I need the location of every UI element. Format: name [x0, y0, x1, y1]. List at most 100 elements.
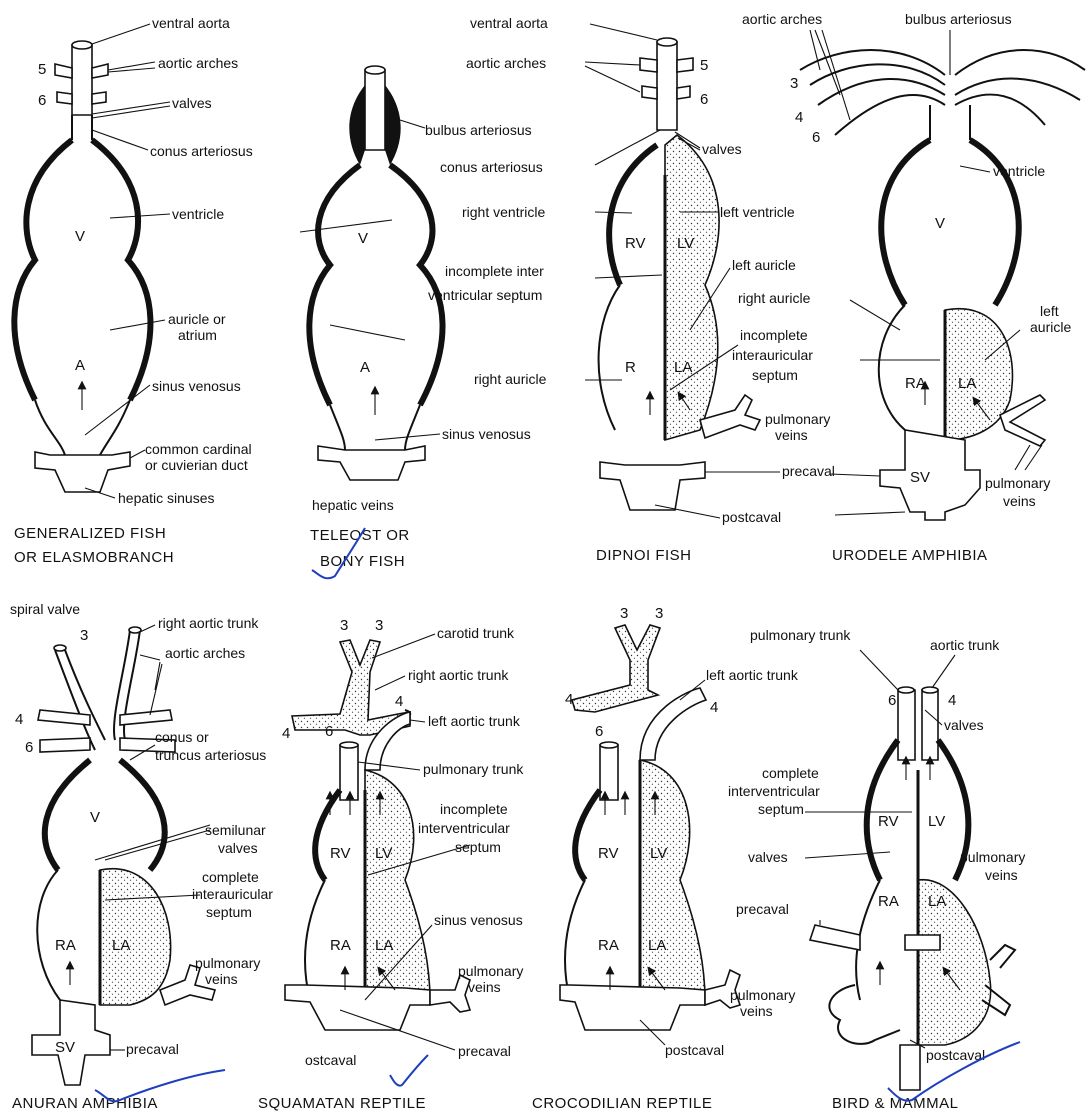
label-precaval-anuran: precaval: [126, 1041, 179, 1057]
bird-chamber-rv: RV: [878, 813, 899, 830]
label-septum-bird-c: septum: [758, 801, 804, 817]
handwritten-checkmark-3: [390, 1055, 428, 1086]
anuran-arch-6: 6: [25, 739, 33, 756]
caption-generalized-2: OR ELASMOBRANCH: [14, 549, 174, 566]
label-aortic-arches-dipnoi: aortic arches: [466, 55, 546, 71]
label-septum-squamatan-a: incomplete: [440, 801, 508, 817]
label-septum-anuran-a: complete: [202, 869, 259, 885]
label-left-aortic-croc: left aortic trunk: [706, 667, 799, 683]
croc-arch-3b: 3: [655, 605, 663, 622]
squamatan-arch-6: 6: [325, 723, 333, 740]
label-valves-top-bird: valves: [944, 717, 984, 733]
label-precaval-bird: precaval: [736, 901, 789, 917]
dipnoi-arch-6: 6: [700, 91, 708, 108]
croc-arch-4b: 4: [710, 699, 718, 716]
caption-teleost-2: BONY FISH: [320, 553, 405, 570]
teleost-chamber-v: V: [358, 230, 368, 247]
generalized-chamber-a: A: [75, 357, 85, 374]
anuran-chamber-la: LA: [112, 937, 130, 954]
label-pulm-bird-a: pulmonary: [960, 849, 1025, 865]
label-postcaval-dipnoi: postcaval: [722, 509, 781, 525]
label-rv-dipnoi: right ventricle: [462, 204, 545, 220]
squamatan-chamber-rv: RV: [330, 845, 351, 862]
urodele-chamber-ra: RA: [905, 375, 926, 392]
label-conus-anuran-a: conus or: [155, 729, 209, 745]
label-conus-anuran-b: truncus arteriosus: [155, 747, 266, 763]
label-pulm-urodele-b: veins: [1003, 493, 1036, 509]
panel-squamatan: RV LV RA LA 3 3 4 4 6 carotid trunk righ…: [258, 617, 524, 1112]
urodele-chamber-sv: SV: [910, 469, 930, 486]
urodele-chamber-v: V: [935, 215, 945, 232]
label-sinus-squamatan: sinus venosus: [434, 912, 523, 928]
label-valves-dipnoi: valves: [702, 141, 742, 157]
label-aortic-arches-anuran: aortic arches: [165, 645, 245, 661]
label-septum-anuran-c: septum: [206, 904, 252, 920]
label-precaval-squamatan: precaval: [458, 1043, 511, 1059]
label-pulm-croc-b: veins: [740, 1003, 773, 1019]
bird-chamber-ra: RA: [878, 893, 899, 910]
label-semilunar-a: semilunar: [205, 822, 266, 838]
label-sinus-teleost: sinus venosus: [442, 426, 531, 442]
croc-chamber-lv: LV: [650, 845, 667, 862]
croc-chamber-rv: RV: [598, 845, 619, 862]
dipnoi-chamber-r: R: [625, 359, 636, 376]
anuran-arch-3: 3: [80, 627, 88, 644]
squamatan-arch-4a: 4: [282, 725, 290, 742]
label-hepatic-teleost: hepatic veins: [312, 497, 394, 513]
label-cardinal-1b: or cuvierian duct: [145, 457, 248, 473]
label-valves-1: valves: [172, 95, 212, 111]
generalized-arch-6: 6: [38, 92, 46, 109]
caption-generalized-1: GENERALIZED FISH: [14, 525, 166, 542]
label-auricle-1a: auricle or: [168, 311, 226, 327]
panel-teleost: V A bulbus arteriosus sinus venosus hepa…: [300, 66, 532, 578]
dipnoi-chamber-lv: LV: [677, 235, 694, 252]
generalized-chamber-v: V: [75, 228, 85, 245]
caption-crocodilian: CROCODILIAN REPTILE: [532, 1095, 712, 1112]
label-interauricular-dipnoi-a: incomplete: [740, 327, 808, 343]
label-ra-urodele: right auricle: [738, 290, 811, 306]
label-pulm-squamatan-a: pulmonary: [458, 963, 523, 979]
caption-dipnoi: DIPNOI FISH: [596, 547, 692, 564]
label-septum-anuran-b: interauricular: [192, 886, 273, 902]
urodele-arch-4: 4: [795, 109, 803, 126]
label-la-urodele-a: left: [1040, 303, 1059, 319]
panel-urodele: V RA LA SV 3 4 6 aortic arches bulbus ar…: [738, 11, 1085, 564]
label-right-aortic-squamatan: right aortic trunk: [408, 667, 509, 683]
label-ra-dipnoi: right auricle: [474, 371, 547, 387]
dipnoi-arch-5: 5: [700, 57, 708, 74]
label-interauricular-dipnoi-b: interauricular: [732, 347, 813, 363]
squamatan-chamber-ra: RA: [330, 937, 351, 954]
anuran-chamber-ra: RA: [55, 937, 76, 954]
generalized-arch-5: 5: [38, 61, 46, 78]
label-pulm-urodele-a: pulmonary: [985, 475, 1050, 491]
label-left-aortic-squamatan: left aortic trunk: [428, 713, 521, 729]
label-postcaval-croc: postcaval: [665, 1042, 724, 1058]
label-auricle-1b: atrium: [178, 327, 217, 343]
label-septum-bird-b: interventricular: [728, 783, 820, 799]
caption-bird: BIRD & MAMMAL: [832, 1095, 959, 1112]
label-ventral-aorta-1: ventral aorta: [152, 15, 230, 31]
label-valves-bird: valves: [748, 849, 788, 865]
label-pulm-anuran-b: veins: [205, 971, 238, 987]
squamatan-arch-3a: 3: [340, 617, 348, 634]
label-aortic-arches-urodele: aortic arches: [742, 11, 822, 27]
label-ventricle-urodele: ventricle: [993, 163, 1045, 179]
caption-squamatan: SQUAMATAN REPTILE: [258, 1095, 426, 1112]
croc-arch-4a: 4: [565, 691, 573, 708]
label-sinus-1: sinus venosus: [152, 378, 241, 394]
label-septum-dipnoi-b: ventricular septum: [428, 287, 542, 303]
label-conus-1: conus arteriosus: [150, 143, 253, 159]
dipnoi-chamber-rv: RV: [625, 235, 646, 252]
label-pulm-dipnoi-b: veins: [775, 427, 808, 443]
bird-arch-6: 6: [888, 692, 896, 709]
croc-arch-3a: 3: [620, 605, 628, 622]
label-lv-dipnoi: left ventricle: [720, 204, 795, 220]
croc-chamber-la: LA: [648, 937, 666, 954]
label-carotid: carotid trunk: [437, 625, 515, 641]
label-pulm-bird-b: veins: [985, 867, 1018, 883]
squamatan-arch-4b: 4: [395, 693, 403, 710]
label-septum-bird-a: complete: [762, 765, 819, 781]
urodele-arch-3: 3: [790, 75, 798, 92]
label-hepatic-1: hepatic sinuses: [118, 490, 215, 506]
